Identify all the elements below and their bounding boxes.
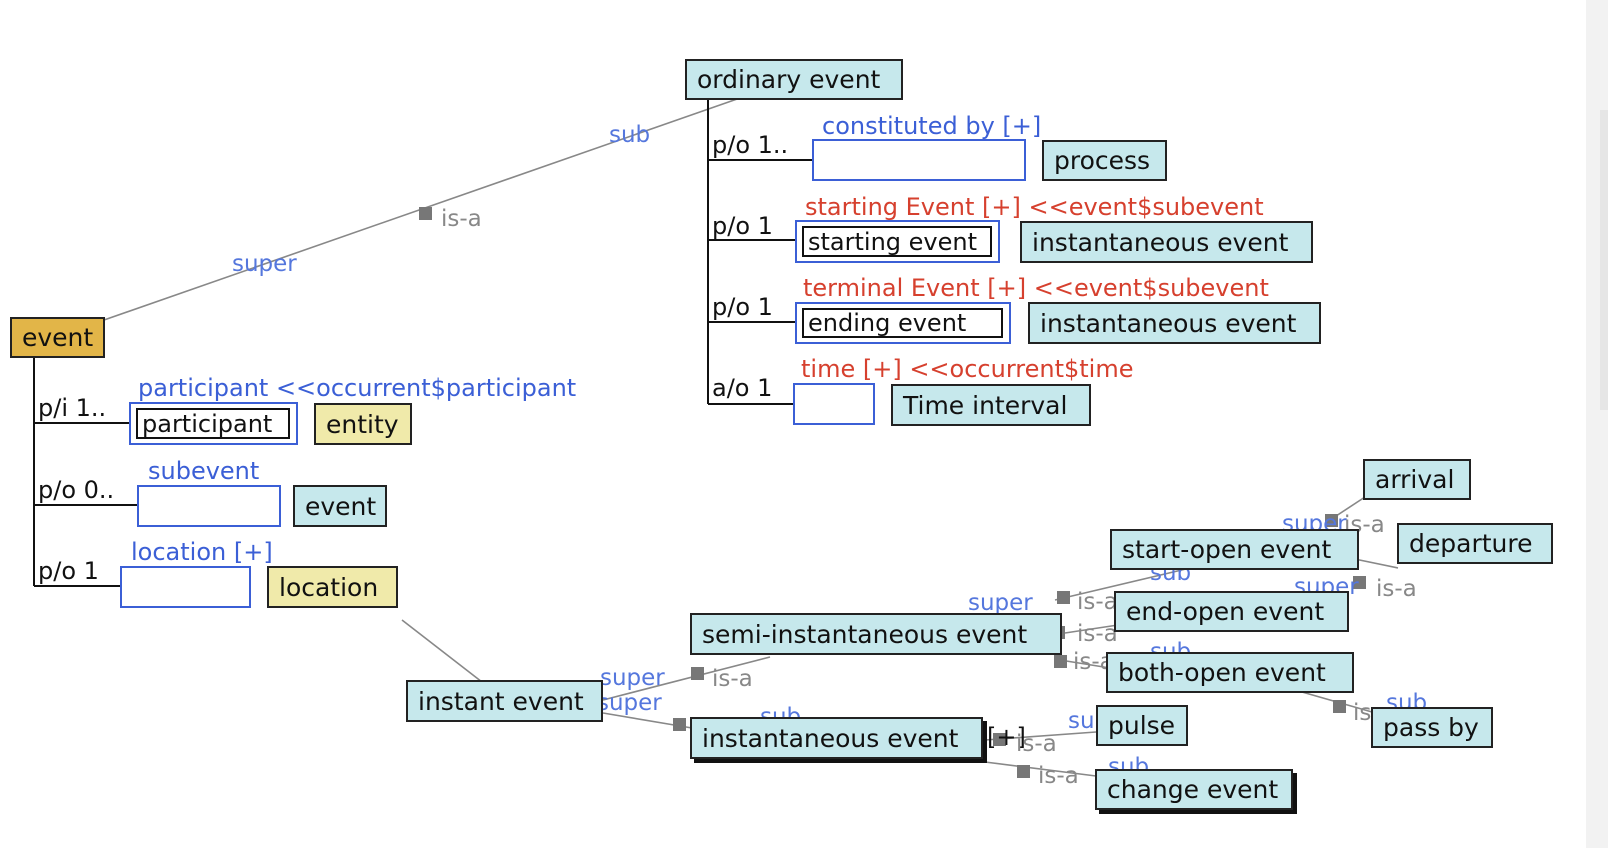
node-both-open-event[interactable]: both-open event [1106,652,1354,693]
node-departure[interactable]: departure [1397,523,1553,564]
property-location[interactable]: location [+] [131,538,273,566]
edge-label-is-a: is-a [1038,763,1079,789]
node-instantaneous-event-sub[interactable]: instantaneous event [690,717,983,759]
node-process[interactable]: process [1042,140,1167,181]
node-start-open-event[interactable]: start-open event [1110,529,1359,570]
node-location[interactable]: location [267,566,398,608]
slot-constituted-by[interactable] [812,139,1026,181]
edge-label-is-a: is-a [1073,649,1114,675]
edge-label-super: super [232,251,297,277]
slot-value-ending-event: ending event [802,308,1003,338]
edge-label-is-a: is-a [1016,731,1057,757]
cardinality-label: p/o 1 [712,293,773,321]
edge-label-super: super [968,590,1033,616]
property-starting-event[interactable]: starting Event [+] <<event$subevent [805,193,1264,221]
slot-subevent[interactable] [137,485,281,527]
node-arrival[interactable]: arrival [1363,459,1471,500]
slot-time[interactable] [793,383,875,425]
node-entity[interactable]: entity [314,403,412,445]
node-semi-instantaneous-event[interactable]: semi-instantaneous event [690,613,1062,655]
slot-starting-event[interactable]: starting event [795,220,1000,263]
property-participant[interactable]: participant <<occurrent$participant [138,374,577,402]
node-change-event[interactable]: change event [1095,769,1293,810]
edge-handle[interactable] [1054,655,1067,668]
node-end-open-event[interactable]: end-open event [1114,591,1349,632]
node-pulse[interactable]: pulse [1096,705,1188,746]
property-subevent[interactable]: subevent [148,457,260,485]
cardinality-label: p/o 1 [38,557,99,585]
node-event[interactable]: event [10,317,105,358]
property-time[interactable]: time [+] <<occurrent$time [801,355,1134,383]
edge-handle[interactable] [1325,514,1338,527]
edge-label-is-a: is-a [1077,589,1118,615]
property-terminal-event[interactable]: terminal Event [+] <<event$subevent [803,274,1269,302]
cardinality-label: p/o 1 [712,212,773,240]
slot-ending-event[interactable]: ending event [795,302,1011,344]
edge-label-super: super [597,690,662,716]
slot-value-participant: participant [136,408,290,439]
edge-label-is-a: is-a [1376,576,1417,602]
edge-label-sub: sub [609,122,651,148]
edge-handle[interactable] [419,207,432,220]
edge-handle[interactable] [673,718,686,731]
cardinality-label: p/o 0.. [38,476,115,504]
edge-handle[interactable] [691,667,704,680]
cardinality-label: a/o 1 [712,374,773,402]
edge-handle[interactable] [1333,700,1346,713]
property-constituted-by[interactable]: constituted by [+] [822,112,1042,140]
edge-semi-endopen [1064,624,1119,634]
edge-semi-bothopen [1059,659,1111,669]
slot-value-starting-event: starting event [802,226,992,257]
slot-location[interactable] [120,566,251,608]
right-edge-shadow [1560,0,1608,848]
edge-instantaneous-change [984,761,1097,777]
node-event-subevent[interactable]: event [293,485,387,527]
node-instantaneous-event-start[interactable]: instantaneous event [1020,221,1313,263]
edge-instant-semi [602,656,771,701]
edge-semi-startopen [1054,567,1191,601]
node-instant-event[interactable]: instant event [406,680,603,722]
expand-toggle[interactable]: [+] [987,723,1026,751]
node-instantaneous-event-end[interactable]: instantaneous event [1028,302,1321,344]
cardinality-label: p/o 1.. [712,131,789,159]
edge-label-is-a: is-a [712,666,753,692]
node-ordinary-event[interactable]: ordinary event [685,59,903,100]
edge-label-is-a: is-a [1077,621,1118,647]
slot-participant[interactable]: participant [129,402,298,445]
cardinality-label: p/i 1.. [38,394,107,422]
edge-location-instant [401,619,483,683]
edge-handle[interactable] [993,733,1006,746]
node-time-interval[interactable]: Time interval [891,384,1091,426]
edge-label-super: super [600,665,665,691]
edge-handle[interactable] [1353,576,1366,589]
edge-handle[interactable] [1057,591,1070,604]
node-pass-by[interactable]: pass by [1371,707,1493,748]
edge-label-is-a: is-a [441,206,482,232]
edge-handle[interactable] [1017,765,1030,778]
